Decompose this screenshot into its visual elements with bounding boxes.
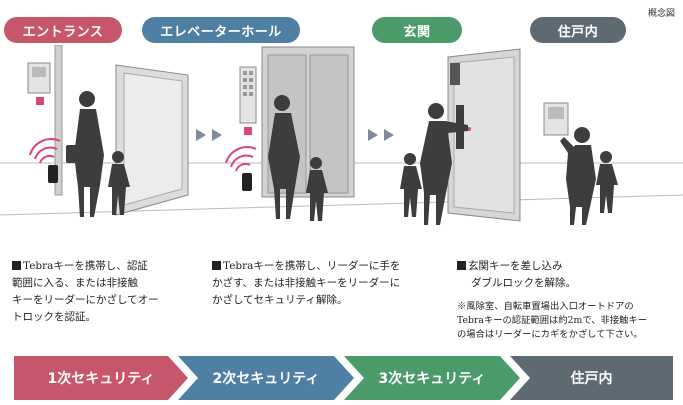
entrance-scene: [27, 45, 189, 217]
security-bar-3: 3次セキュリティ: [344, 356, 520, 400]
caption-front-door: 玄関キーを差し込み ダブルロックを解除。: [457, 258, 576, 292]
caption-entrance: Tebraキーを携帯し、認証 範囲に入る、または非接触 キーをリーダーにかざして…: [12, 260, 159, 323]
arrow-1: [196, 129, 222, 141]
caption-elevator-hall: Tebraキーを携帯し、リーダーに手を かざす、または非接触キーをリーダーに か…: [212, 260, 401, 306]
stage-pill-front-door: 玄関: [372, 17, 462, 43]
elevator-scene: [225, 46, 355, 221]
security-bar-2: 2次セキュリティ: [178, 356, 354, 400]
stage-pill-entrance: エントランス: [4, 17, 122, 43]
security-bar-inside: 住戸内: [510, 356, 673, 400]
stage-pill-inside-unit: 住戸内: [530, 17, 626, 43]
security-illustration: [0, 45, 683, 225]
inside-unit-scene: [543, 102, 618, 225]
arrow-2: [368, 129, 394, 141]
caption-front-door-note: ※風除室、自転車置場出入口オートドアの Tebraキーの認証範囲は約2mで、非接…: [457, 301, 648, 340]
diagram-note: 概念図: [647, 9, 675, 19]
security-bar-1: 1次セキュリティ: [14, 356, 188, 400]
front-door-scene: [400, 48, 521, 225]
stage-pill-elevator-hall: エレベーターホール: [142, 17, 300, 43]
